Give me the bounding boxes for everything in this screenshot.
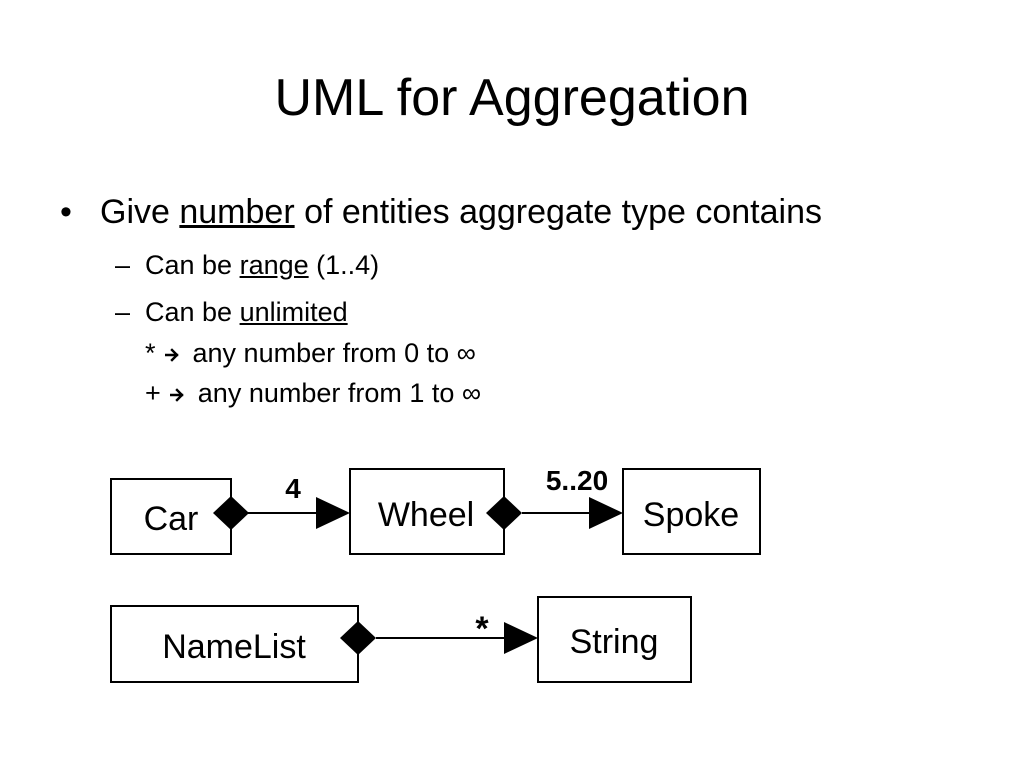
sub-bullet-text-underlined: unlimited [239, 297, 348, 327]
bullet-marker: • [60, 193, 72, 231]
multiplicity-namelist-string: * [475, 610, 489, 648]
multiplicity-wheel-spoke: 5..20 [546, 465, 608, 496]
right-arrow-icon [164, 333, 179, 373]
class-box-car [110, 478, 232, 555]
right-arrow-icon [170, 373, 184, 413]
aggregation-diamond-icon [213, 496, 249, 530]
slide-title: UML for Aggregation [274, 69, 750, 127]
class-label-namelist: NameList [162, 628, 306, 666]
class-label-car: Car [144, 500, 199, 538]
bullet-text-underlined: number [179, 193, 295, 231]
star-line-text: any number from 0 to ∞ [185, 338, 476, 368]
arrowhead-icon [316, 497, 350, 529]
unlimited-star-line: * any number from 0 to ∞ [145, 333, 476, 373]
sub-bullet-text-pre: Can be [145, 250, 240, 280]
class-label-wheel: Wheel [378, 496, 474, 534]
unlimited-plus-line: + any number from 1 to ∞ [145, 373, 481, 413]
class-box-namelist [110, 605, 359, 683]
class-box-spoke [622, 468, 761, 555]
multiplicity-car-wheel: 4 [285, 473, 301, 504]
arrowhead-icon [589, 497, 623, 529]
sub-bullet-unlimited: –Can be unlimited [115, 292, 348, 332]
sub-bullet-text-pre: Can be [145, 297, 240, 327]
bullet-text-pre: Give [100, 193, 180, 231]
sub-bullet-text-underlined: range [239, 250, 309, 280]
sub-bullet-dash: – [115, 297, 131, 327]
sub-bullet-range: –Can be range (1..4) [115, 245, 379, 285]
class-label-string: String [570, 623, 659, 661]
star-symbol: * [145, 338, 164, 368]
bullet-text-post: of entities aggregate type contains [294, 193, 822, 231]
sub-bullet-text-post: (1..4) [308, 250, 380, 280]
plus-line-text: any number from 1 to ∞ [190, 378, 482, 408]
arrowhead-icon [504, 622, 538, 654]
sub-bullet-dash: – [115, 250, 131, 280]
aggregation-diamond-icon [340, 621, 376, 655]
plus-symbol: + [145, 378, 169, 408]
class-label-spoke: Spoke [643, 496, 739, 534]
class-box-string [537, 596, 692, 683]
aggregation-diamond-icon [486, 496, 522, 530]
bullet-give-number: • Give number of entities aggregate type … [60, 190, 822, 234]
